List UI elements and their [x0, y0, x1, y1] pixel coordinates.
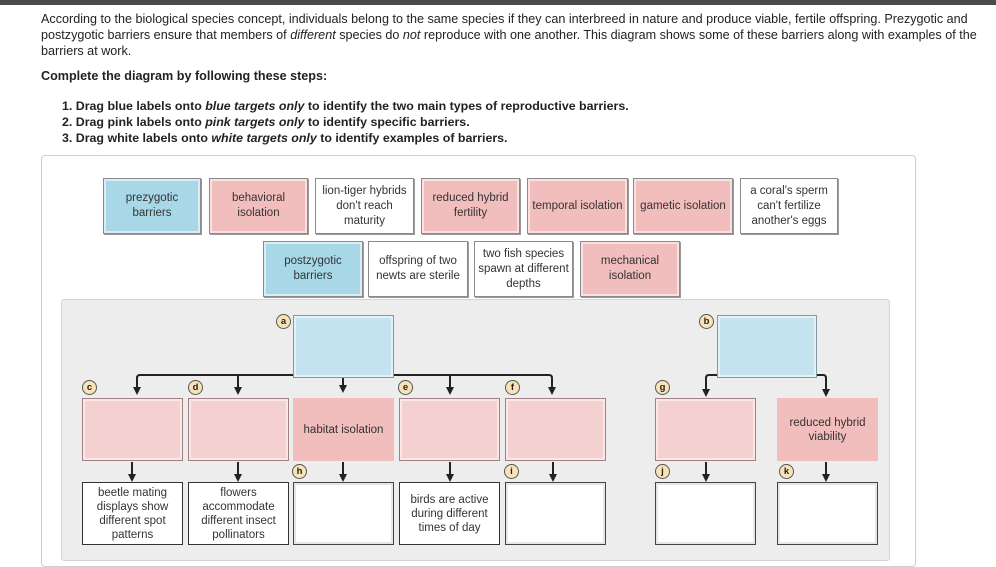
intro-emphasis: different [290, 28, 336, 42]
reduced-hybrid-viability-box: reduced hybrid viability [777, 398, 878, 461]
label-mechanical-isolation[interactable]: mechanical isolation [580, 241, 680, 297]
target-blue-a[interactable] [293, 315, 394, 378]
step-emphasis: blue targets only [205, 99, 305, 113]
intro-part: According to the biological species conc… [41, 12, 968, 42]
badge-a: a [276, 314, 291, 329]
label-coral-sperm[interactable]: a coral's sperm can't fertilize another'… [740, 178, 838, 234]
label-prezygotic-barriers[interactable]: prezygotic barriers [103, 178, 201, 234]
step-text: to identify examples of barriers. [316, 131, 508, 145]
step-text: to identify specific barriers. [304, 115, 470, 129]
badge-b: b [699, 314, 714, 329]
step-3: 3. Drag white labels onto white targets … [62, 130, 629, 146]
instructions-heading: Complete the diagram by following these … [41, 69, 328, 83]
label-two-fish-species[interactable]: two fish species spawn at different dept… [474, 241, 573, 297]
target-pink-d[interactable] [188, 398, 289, 461]
badge-g: g [655, 380, 670, 395]
badge-i: i [504, 464, 519, 479]
label-behavioral-isolation[interactable]: behavioral isolation [209, 178, 308, 234]
step-text: 3. Drag white labels onto [62, 131, 212, 145]
intro-part: reproduce with one another. This diagram… [41, 28, 977, 58]
step-emphasis: white targets only [211, 131, 317, 145]
label-reduced-hybrid-fertility[interactable]: reduced hybrid fertility [421, 178, 520, 234]
step-text: 2. Drag pink labels onto [62, 115, 206, 129]
birds-example-box: birds are active during different times … [399, 482, 500, 545]
step-1: 1. Drag blue labels onto blue targets on… [62, 98, 629, 114]
intro-part: species do [335, 28, 403, 42]
step-text: 1. Drag blue labels onto [62, 99, 206, 113]
badge-d: d [188, 380, 203, 395]
instruction-steps: 1. Drag blue labels onto blue targets on… [62, 98, 629, 146]
badge-j: j [655, 464, 670, 479]
label-postzygotic-barriers[interactable]: postzygotic barriers [263, 241, 363, 297]
label-temporal-isolation[interactable]: temporal isolation [527, 178, 628, 234]
badge-c: c [82, 380, 97, 395]
badge-h: h [292, 464, 307, 479]
badge-k: k [779, 464, 794, 479]
label-gametic-isolation[interactable]: gametic isolation [633, 178, 733, 234]
target-white-i[interactable] [505, 482, 606, 545]
target-pink-e[interactable] [399, 398, 500, 461]
step-emphasis: pink targets only [205, 115, 305, 129]
target-pink-c[interactable] [82, 398, 183, 461]
target-pink-f[interactable] [505, 398, 606, 461]
target-white-h[interactable] [293, 482, 394, 545]
top-bar [0, 0, 996, 5]
beetle-example-box: beetle mating displays show different sp… [82, 482, 183, 545]
label-lion-tiger-hybrids[interactable]: lion-tiger hybrids don't reach maturity [315, 178, 414, 234]
badge-f: f [505, 380, 520, 395]
intro-text: According to the biological species conc… [41, 11, 981, 59]
habitat-isolation-box: habitat isolation [293, 398, 394, 461]
step-text: to identify the two main types of reprod… [304, 99, 629, 113]
badge-e: e [398, 380, 413, 395]
intro-emphasis: not [402, 28, 421, 42]
target-white-j[interactable] [655, 482, 756, 545]
flowers-example-box: flowers accommodate different insect pol… [188, 482, 289, 545]
target-white-k[interactable] [777, 482, 878, 545]
label-offspring-two-newts[interactable]: offspring of two newts are sterile [368, 241, 468, 297]
step-2: 2. Drag pink labels onto pink targets on… [62, 114, 629, 130]
target-blue-b[interactable] [717, 315, 817, 378]
target-pink-g[interactable] [655, 398, 756, 461]
